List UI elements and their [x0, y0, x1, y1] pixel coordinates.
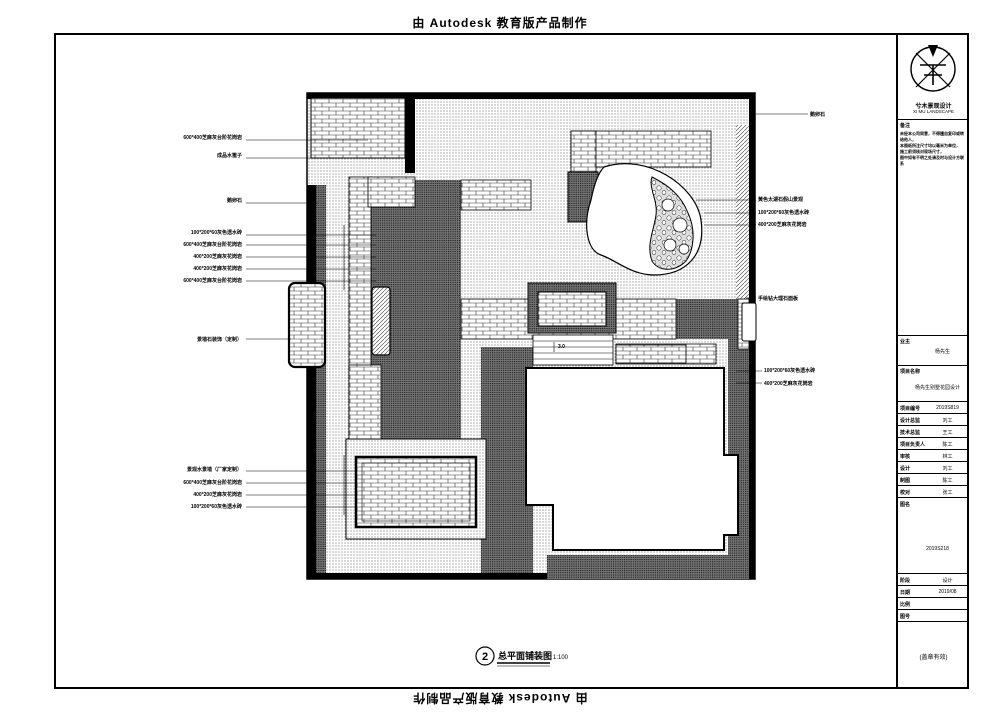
label-right-1: 鹅卵石 [810, 111, 825, 118]
tb-row-value: 张工 [942, 490, 953, 496]
label-left-3: 鹅卵石 [227, 197, 242, 204]
notes-heading: 备注 [900, 123, 911, 129]
label-left-6: 400*200芝麻灰花岗岩 [193, 253, 242, 260]
seal-row: (盖章有效) [898, 621, 969, 687]
label-left-7: 400*200芝麻灰花岗岩 [193, 265, 242, 272]
notes-text: 未经本公司同意，不得擅自复印或转给他人， 本图纸所注尺寸均以毫米为单位， 施工前… [900, 131, 967, 167]
date-label: 日期 [900, 590, 911, 596]
label-left-1: 600*400芝麻灰台阶花岗岩 [183, 134, 242, 141]
tb-row-label: 项目编号 [900, 406, 921, 412]
label-left-10: 景观水景墙（厂家定制） [187, 466, 242, 473]
pond-rockery [586, 163, 703, 276]
company-logo: 兮木景观设计 XI MU LANDSCAPE [898, 35, 969, 117]
project-label: 项目名称 [900, 369, 921, 375]
steps [532, 334, 687, 366]
logo-mark-icon [910, 45, 956, 92]
tb-row-value: 陈工 [942, 442, 953, 448]
label-left-4: 100*200*60灰色透水砖 [191, 229, 242, 236]
tb-row-3: 技术总监 王工 [898, 425, 969, 437]
label-right-6: 100*200*60灰色透水砖 [764, 367, 815, 374]
stage-value: 设计 [942, 578, 953, 584]
autodesk-stamp-bottom: 由 Autodesk 教育版产品制作 [412, 691, 588, 705]
drawing-number-label: 图名 [900, 502, 911, 508]
planters [345, 171, 617, 540]
tb-row-4: 项目负责人 陈工 [898, 437, 969, 449]
label-left-13: 100*200*60灰色透水砖 [191, 503, 242, 510]
brand-name: 兮木景观设计 [915, 104, 952, 110]
tb-row-6: 设计 刘工 [898, 461, 969, 473]
tb-row-value: 刘工 [942, 466, 953, 472]
label-left-9: 景墙石装饰（定制） [197, 336, 242, 343]
autodesk-stamp-top: 由 Autodesk 教育版产品制作 [412, 16, 588, 30]
owner-value: 杨先生 [934, 349, 950, 355]
label-right-3: 100*200*60灰色透水砖 [758, 209, 809, 216]
date-row: 日期 2019/08 [898, 585, 969, 597]
drawing-title: 2 总平面铺装图 1:100 [475, 646, 569, 667]
site-plan-drawing: 600*400芝麻灰台阶花岗岩 成品水篦子 鹅卵石 100*200*60灰色透水… [183, 92, 825, 667]
brand-name-en: XI MU LANDSCAPE [912, 109, 954, 114]
note-line: 施工前须核对现场尺寸， [900, 149, 944, 154]
tb-row-value: 王工 [942, 430, 953, 436]
owner-row: 业主 杨先生 [898, 335, 969, 365]
tb-row-value: 陈工 [942, 478, 953, 484]
drawing-number-value: 2019S218 [926, 546, 949, 552]
drawing-number-row: 图名 2019S218 [898, 497, 969, 573]
label-right-7: 400*200芝麻灰花岗岩 [764, 380, 813, 387]
ratio-label: 比例 [900, 602, 911, 608]
stage-label: 阶段 [900, 578, 911, 584]
leader-lines [246, 113, 808, 515]
label-left-8: 600*400芝麻灰台阶花岗岩 [183, 277, 242, 284]
tb-row-1: 项目编号 2019S819 [898, 401, 969, 413]
label-right-5: 手绘钻大理石面板 [758, 295, 799, 302]
label-right-2: 黄色太湖石假山景观 [758, 196, 803, 203]
label-group-left: 600*400芝麻灰台阶花岗岩 成品水篦子 鹅卵石 100*200*60灰色透水… [183, 134, 242, 510]
project-value: 杨先生别墅花园设计 [914, 385, 960, 391]
house-footprint [525, 367, 739, 551]
tb-row-label: 制图 [900, 478, 911, 484]
stage-row: 阶段 设计 [898, 573, 969, 585]
sheet-row: 图号 [898, 609, 969, 621]
label-left-11: 600*400芝麻灰台阶花岗岩 [183, 479, 242, 486]
note-line: 图中如有不明之处请及时与设计方联系 [900, 155, 964, 166]
title-scale: 1:100 [553, 655, 569, 661]
note-line: 未经本公司同意，不得擅自复印或转给他人， [900, 131, 964, 142]
sheet-label: 图号 [900, 614, 911, 620]
ratio-row: 比例 [898, 597, 969, 609]
tb-row-5: 审核 林工 [898, 449, 969, 461]
tb-row-label: 项目负责人 [900, 442, 926, 448]
tb-row-value: 刘工 [942, 418, 953, 424]
title-block: 兮木景观设计 XI MU LANDSCAPE 备注 未经本公司同意，不得擅自复印… [896, 35, 969, 687]
benches [287, 281, 757, 369]
label-left-2: 成品水篦子 [217, 152, 242, 159]
tb-row-label: 审核 [900, 454, 911, 460]
tb-row-value: 2019S819 [936, 405, 959, 411]
label-left-5: 600*400芝麻灰台阶花岗岩 [183, 241, 242, 248]
label-group-right: 鹅卵石 黄色太湖石假山景观 100*200*60灰色透水砖 400*200芝麻灰… [758, 111, 825, 387]
tb-row-label: 校对 [900, 490, 911, 496]
tb-row-label: 技术总监 [900, 430, 921, 436]
date-value: 2019/08 [938, 589, 957, 595]
tb-row-7: 制图 陈工 [898, 473, 969, 485]
tb-row-2: 设计总监 刘工 [898, 413, 969, 425]
note-line: 本图纸所注尺寸均以毫米为单位， [900, 143, 960, 148]
notes-header-row: 备注 [898, 119, 969, 129]
project-row: 项目名称 杨先生别墅花园设计 [898, 365, 969, 401]
label-right-4: 400*200芝麻灰花岗岩 [758, 221, 807, 228]
title-number: 2 [482, 651, 488, 663]
tb-row-label: 设计总监 [900, 418, 921, 424]
tb-row-value: 林工 [942, 454, 953, 460]
seal-note: (盖章有效) [919, 655, 948, 661]
tb-row-label: 设计 [900, 466, 911, 472]
drawing-sheet: 600*400芝麻灰台阶花岗岩 成品水篦子 鹅卵石 100*200*60灰色透水… [54, 33, 969, 689]
dimension-label: 3.0 [558, 344, 565, 350]
tb-row-8: 校对 张工 [898, 485, 969, 497]
title-text: 总平面铺装图 [498, 650, 552, 661]
label-left-12: 400*200芝麻灰花岗岩 [193, 491, 242, 498]
owner-label: 业主 [900, 339, 911, 345]
